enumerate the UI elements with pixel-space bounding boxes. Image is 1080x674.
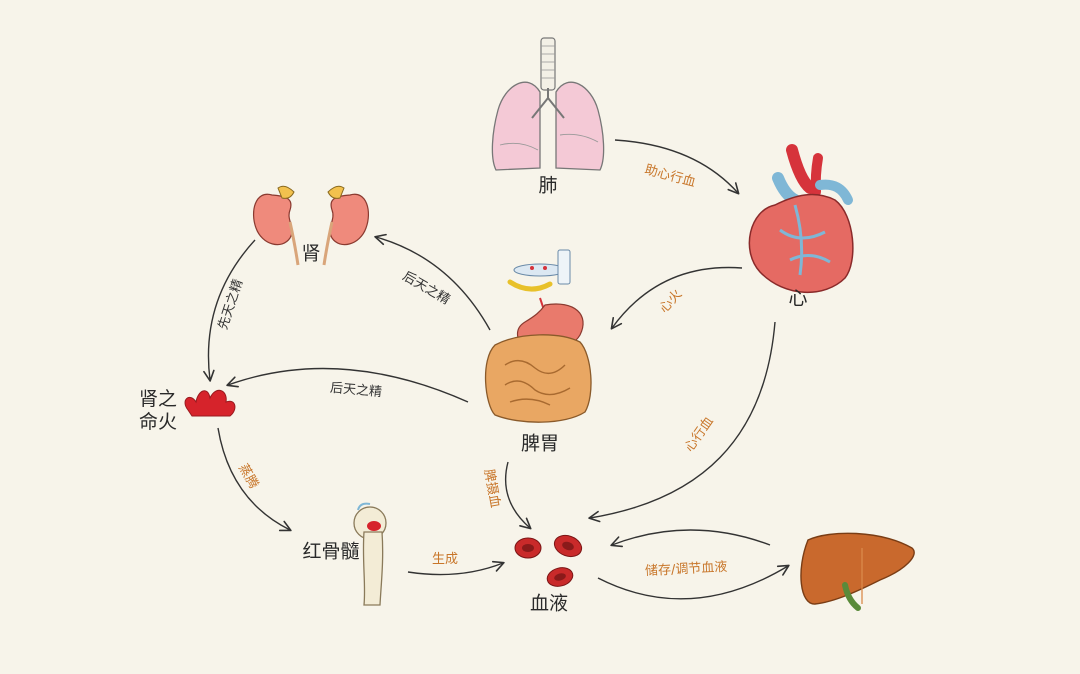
arrow-fire-marrow: [217, 427, 292, 532]
arrow-spleen-blood: [504, 461, 532, 530]
fire-icon: [184, 389, 236, 417]
stomach-intestines-icon: [484, 297, 592, 423]
arrow-kidney-fire: [203, 239, 256, 382]
edge-label-marrow-blood: 生成: [432, 552, 459, 567]
node-label-kidney: 肾: [301, 242, 321, 265]
red-blood-cells-icon: [514, 534, 583, 587]
node-label-bone-marrow: 红骨髓: [302, 540, 360, 563]
node-label-kidney-fire: 肾之 命火: [138, 388, 178, 433]
heart-icon: [748, 144, 854, 294]
arrow-liver-blood: [610, 529, 771, 548]
bone-icon: [353, 502, 387, 606]
arrow-lung-heart: [614, 139, 740, 195]
lungs-icon: [491, 37, 605, 171]
arrow-heart-blood: [588, 321, 776, 523]
arrow-spleen-fire: [226, 367, 469, 403]
arrow-heart-spleen: [610, 266, 743, 330]
node-label-spleen-stomach: 脾胃: [520, 432, 560, 455]
node-label-lung: 肺: [538, 174, 558, 197]
kidneys-icon: [252, 185, 370, 266]
food-plate-icon: [507, 249, 571, 292]
node-label-blood: 血液: [529, 592, 569, 615]
node-label-heart: 心: [788, 287, 808, 310]
arrow-marrow-blood: [407, 560, 505, 576]
arrow-blood-liver: [597, 564, 790, 600]
arrow-spleen-kidney: [374, 233, 491, 331]
liver-icon: [800, 532, 915, 611]
